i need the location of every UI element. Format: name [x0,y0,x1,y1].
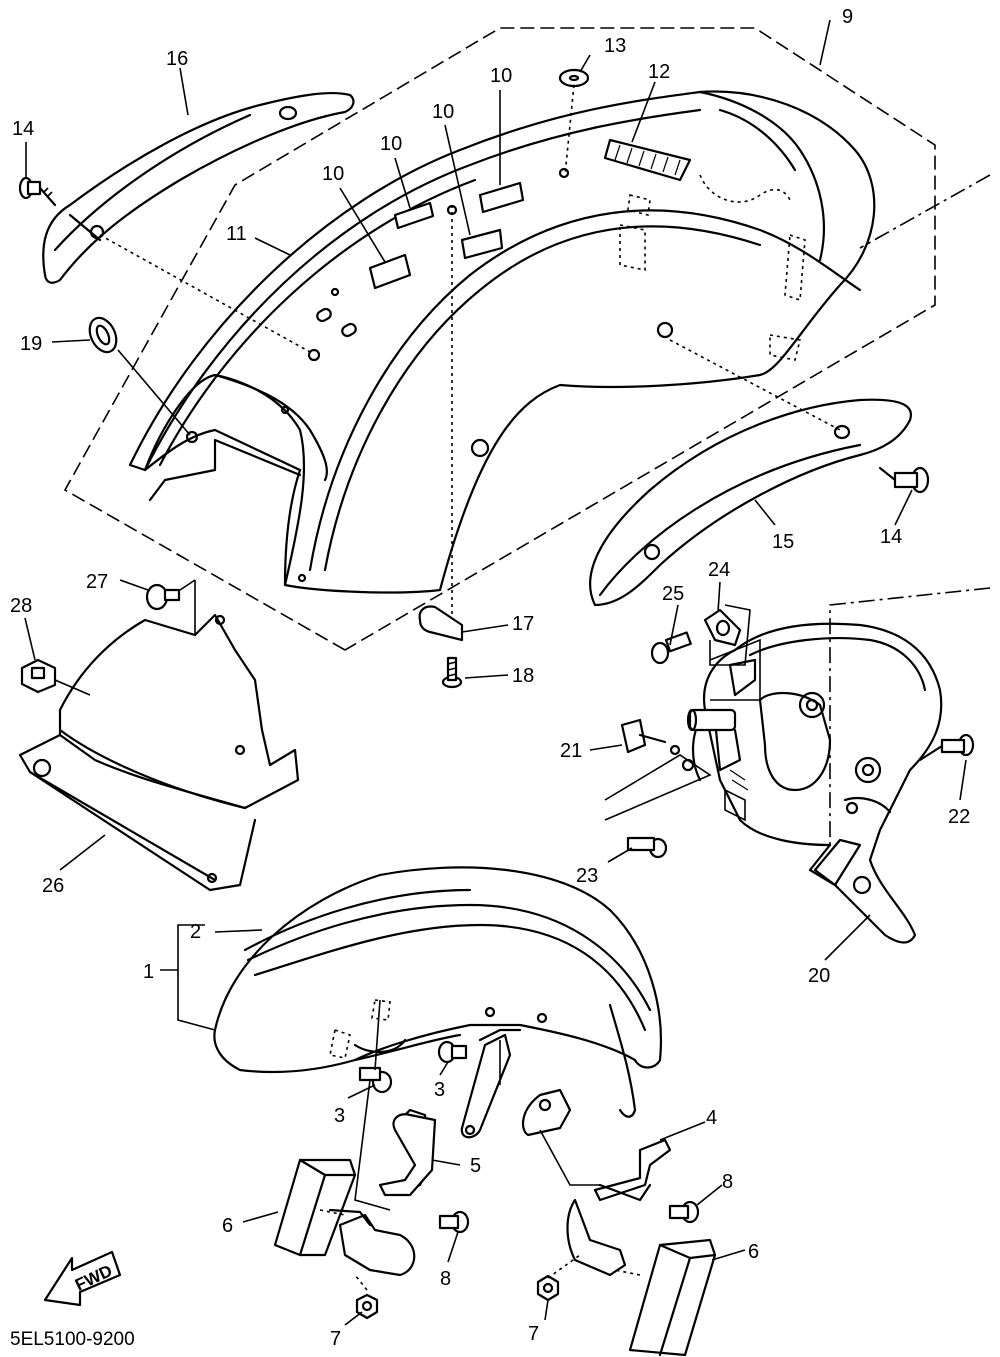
callout-25: 25 [662,583,684,605]
callout-8-a: 8 [722,1171,733,1193]
callout-14-b: 14 [880,526,902,548]
left-side-grab-rail [42,91,355,362]
rear-fender-assembly-frame [63,19,936,651]
tail-light-wiring-guide [686,658,757,732]
reflector-left [273,1158,357,1257]
bolt-23 [626,836,668,859]
callout-12: 12 [648,61,670,83]
callout-27: 27 [86,571,108,593]
callout-20: 20 [808,965,830,987]
alignment-lines [604,174,991,850]
screw-18 [441,656,463,689]
grommet [88,316,199,444]
callout-21: 21 [560,740,582,762]
callout-18: 18 [512,665,534,687]
right-side-grab-rail [589,339,913,607]
fender-stay-right [521,1088,672,1202]
cable-clamp [418,204,464,642]
nut-7-left [354,1274,379,1320]
emblem-plate [603,138,692,182]
callout-3-a: 3 [334,1105,345,1127]
callout-15: 15 [772,531,794,553]
callout-22: 22 [948,806,970,828]
callout-4: 4 [706,1107,717,1129]
callout-23: 23 [576,865,598,887]
rear-fender [128,90,876,594]
screw-25 [650,631,692,665]
callout-7-b: 7 [528,1323,539,1345]
rear-inner-cover [18,579,300,892]
callout-26: 26 [42,875,64,897]
callout-7-a: 7 [330,1328,341,1350]
forward-direction-arrow: FWD [43,1250,122,1307]
bolt-3-right [437,1040,468,1064]
callout-6-a: 6 [222,1215,233,1237]
callout-10-b: 10 [432,101,454,123]
callout-labels: 9 13 12 16 10 10 10 10 14 11 19 14 15 24… [10,6,970,1350]
callout-10-a: 10 [490,65,512,87]
callout-16: 16 [166,48,188,70]
callout-24: 24 [708,559,730,581]
callout-3-b: 3 [434,1079,445,1101]
reflector-right [628,1238,717,1357]
assembly-guides [319,999,641,1279]
caution-labels [368,181,525,290]
nut-7-right [536,1274,560,1302]
callout-10-d: 10 [322,163,344,185]
reflector-bracket-right [566,1183,652,1277]
callout-14-a: 14 [12,118,34,140]
callout-5: 5 [470,1155,481,1177]
callout-6-b: 6 [748,1241,759,1263]
hidden-brackets [619,174,806,361]
bolt-22 [918,733,975,762]
callout-28: 28 [10,595,32,617]
nut-clip [20,658,91,696]
callout-1: 1 [143,961,154,983]
callout-19: 19 [20,333,42,355]
bolt-upper-left [18,176,57,207]
washer [558,68,590,179]
callout-13: 13 [604,35,626,57]
reflector-bracket-left [328,1208,416,1277]
callout-10-c: 10 [380,133,402,155]
callout-8-b: 8 [440,1268,451,1290]
bolt-right [878,466,930,494]
push-rivet [145,583,181,611]
callout-leaders [24,54,967,1326]
bolt-3-left [358,1066,393,1094]
part-code: 5EL5100-9200 [10,1329,135,1350]
callout-11: 11 [226,223,247,245]
callout-17: 17 [512,613,534,635]
callout-2: 2 [190,921,201,943]
fender-stay-left [378,1033,512,1197]
bolt-8-right [668,1200,700,1224]
speed-nut-clip [620,718,667,754]
callout-9: 9 [842,6,853,28]
tail-light-bracket [669,622,943,944]
bolt-8-left [438,1210,470,1234]
front-fender [213,866,662,1118]
